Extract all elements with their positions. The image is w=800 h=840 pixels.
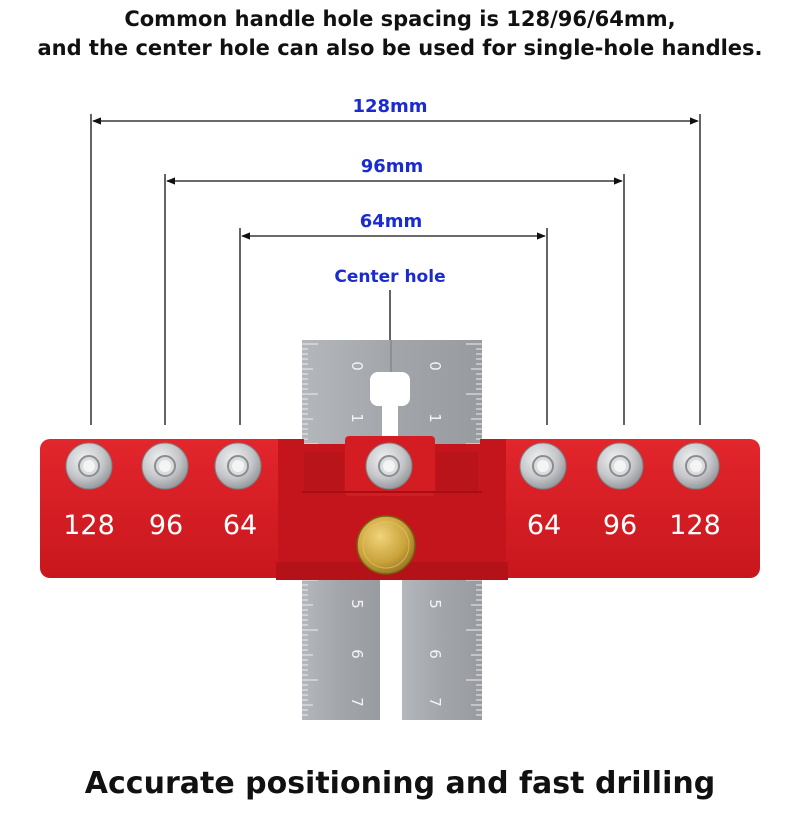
hole-label-left-64: 64 xyxy=(223,510,257,541)
drill-hole-opening xyxy=(232,460,244,472)
knob xyxy=(356,515,416,575)
dimension-128-label: 128mm xyxy=(352,96,427,117)
footer-tagline: Accurate positioning and fast drilling xyxy=(84,766,716,801)
ruler-number-0-right: 0 xyxy=(426,361,444,371)
drill-bushings xyxy=(65,442,720,490)
ruler-number-1-left: 1 xyxy=(348,413,366,423)
ruler-number-5-left: 5 xyxy=(348,599,366,609)
dimension-96-label: 96mm xyxy=(361,156,424,177)
ruler-number-7-left: 7 xyxy=(348,697,366,707)
ruler-number-5-right: 5 xyxy=(426,599,444,609)
hole-label-left-96: 96 xyxy=(149,510,183,541)
dimension-64-label: 64mm xyxy=(360,211,423,232)
ruler-lower xyxy=(302,576,482,720)
ruler-number-1-right: 1 xyxy=(426,413,444,423)
dimension-lines xyxy=(90,114,701,448)
drill-hole-opening xyxy=(690,460,702,472)
ruler-number-0-left: 0 xyxy=(348,361,366,371)
hole-label-left-128: 128 xyxy=(63,510,115,541)
ruler-number-7-right: 7 xyxy=(426,697,444,707)
center-hole-label: Center hole xyxy=(334,267,445,287)
headline-line-1: Common handle hole spacing is 128/96/64m… xyxy=(124,7,676,31)
hole-label-right-64: 64 xyxy=(527,510,561,541)
drill-hole-opening xyxy=(537,460,549,472)
drill-hole-opening xyxy=(83,460,95,472)
drill-hole-opening xyxy=(159,460,171,472)
ruler-number-6-left: 6 xyxy=(348,649,366,659)
drill-hole-opening xyxy=(383,460,395,472)
hole-label-right-96: 96 xyxy=(603,510,637,541)
hole-label-right-128: 128 xyxy=(669,510,721,541)
headline-line-2: and the center hole can also be used for… xyxy=(37,36,763,60)
ruler-number-6-right: 6 xyxy=(426,649,444,659)
drill-hole-opening xyxy=(614,460,626,472)
